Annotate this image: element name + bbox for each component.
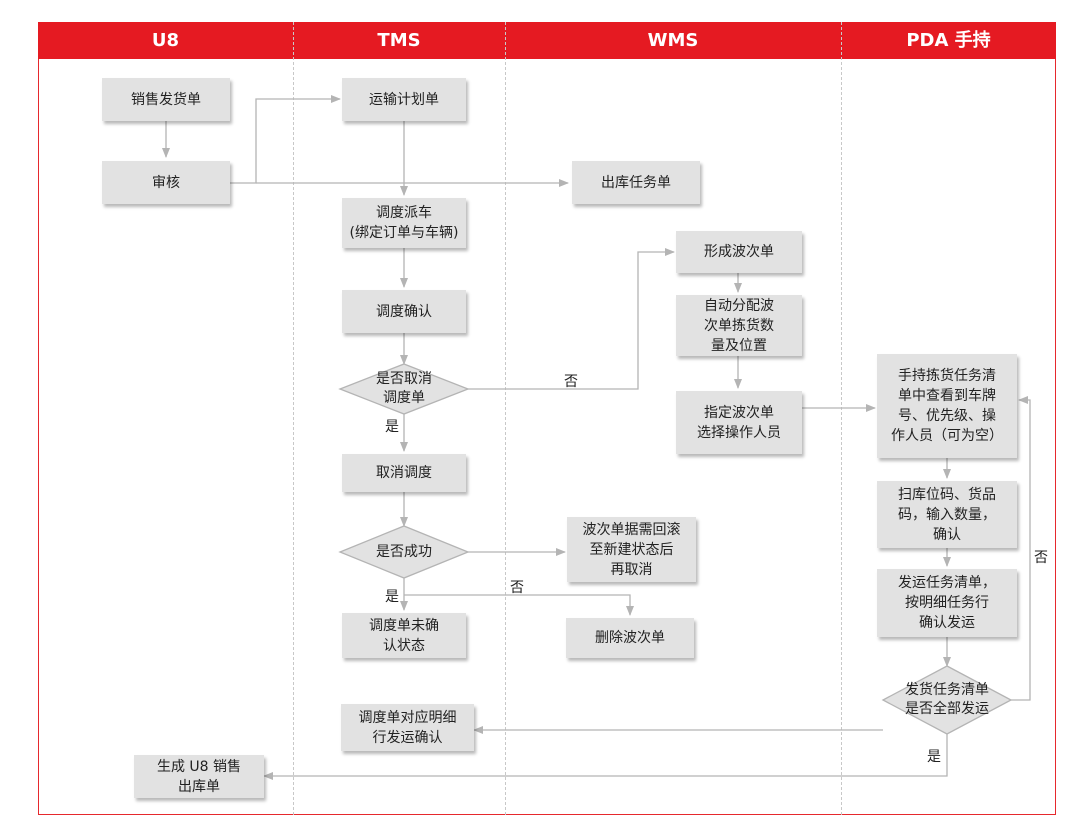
lane-title-tms: TMS (377, 30, 421, 51)
lane-divider (841, 22, 842, 815)
node-dispatch-confirm: 调度确认 (342, 290, 466, 333)
label-cancel-yes: 是 (385, 419, 399, 435)
decision-success-text: 是否成功 (376, 543, 432, 560)
decision-all-shipped-shape (881, 665, 1013, 735)
node-create-wave: 形成波次单 (676, 231, 802, 273)
node-outbound-task: 出库任务单 (572, 161, 700, 204)
node-auto-assign: 自动分配波 次单拣货数 量及位置 (676, 295, 802, 356)
node-unconfirmed-state: 调度单未确 认状态 (342, 613, 466, 658)
node-scan: 扫库位码、货品 码，输入数量， 确认 (877, 481, 1017, 548)
label-success-no: 否 (510, 580, 524, 596)
edge-cancel-no-to-wave (468, 248, 675, 390)
node-delete-wave: 删除波次单 (566, 618, 694, 658)
decision-cancel-shape (338, 363, 470, 415)
node-line-ship-confirm: 调度单对应明细 行发运确认 (341, 704, 474, 751)
node-wave-rollback: 波次单据需回滚 至新建状态后 再取消 (567, 517, 696, 582)
decision-success-shape (338, 525, 470, 579)
lane-title-pda: PDA 手持 (906, 30, 991, 51)
edge-audit-to-plan (230, 95, 341, 184)
label-success-yes: 是 (385, 589, 399, 605)
node-sales-delivery: 销售发货单 (102, 78, 230, 121)
edge-all-no-to-pda (1011, 396, 1031, 701)
edge-all-yes-to-u8 (263, 730, 948, 780)
label-all-yes: 是 (927, 749, 941, 765)
node-cancel-dispatch: 取消调度 (342, 454, 466, 492)
lane-header-bar (38, 22, 1056, 59)
edge-success-no-to-delete (404, 594, 634, 616)
decision-all-shipped-text: 发货任务清单 是否全部发运 (905, 682, 989, 717)
decision-cancel-text: 是否取消 调度单 (376, 371, 432, 406)
lane-divider (293, 22, 294, 815)
label-all-no: 否 (1034, 550, 1048, 566)
lane-divider (505, 22, 506, 815)
node-assign-operator: 指定波次单 选择操作人员 (676, 391, 802, 454)
node-audit: 审核 (102, 161, 230, 204)
lane-title-wms: WMS (647, 30, 699, 51)
node-ship-list: 发运任务清单， 按明细任务行 确认发运 (877, 569, 1017, 637)
node-u8-outbound: 生成 U8 销售 出库单 (134, 755, 264, 798)
lane-title-u8: U8 (151, 30, 180, 51)
node-pda-pick-list: 手持拣货任务清 单中查看到车牌 号、优先级、操 作人员（可为空） (877, 354, 1017, 458)
label-cancel-no: 否 (564, 374, 578, 390)
node-transport-plan: 运输计划单 (342, 78, 466, 121)
node-dispatch: 调度派车 (绑定订单与车辆) (342, 198, 466, 248)
